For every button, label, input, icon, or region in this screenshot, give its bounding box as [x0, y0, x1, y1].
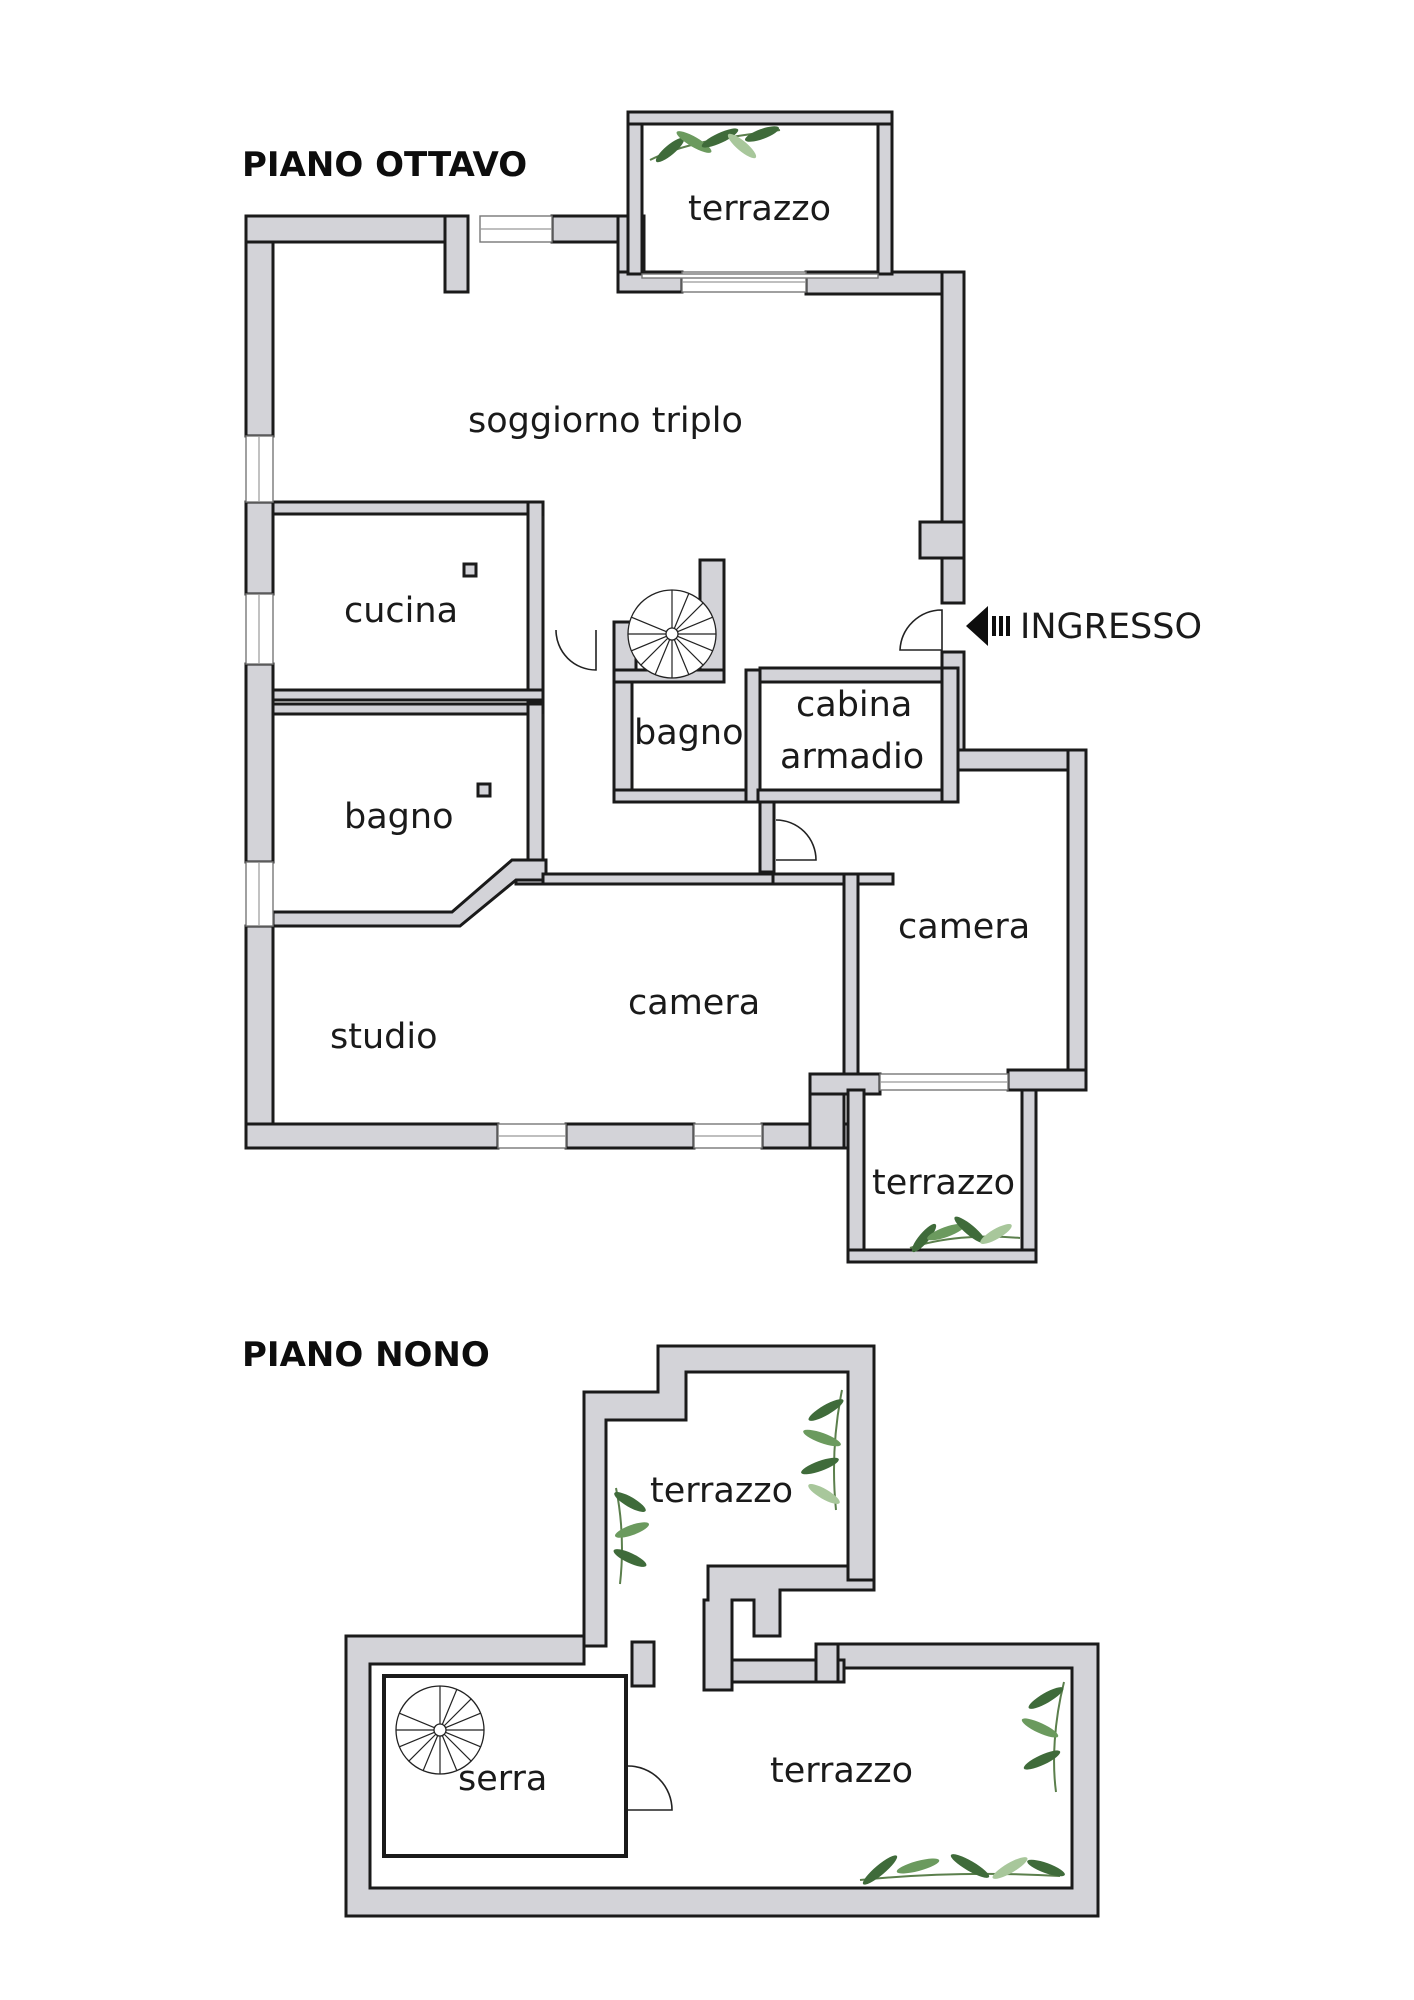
stair-tread: [445, 1731, 481, 1748]
stair-tread: [677, 616, 713, 633]
stair-tread: [422, 1735, 439, 1771]
plant-decoration-icon: [909, 1216, 1021, 1253]
room-label-kitchen: cucina: [344, 591, 458, 631]
entrance-arrow-icon: [966, 606, 1010, 646]
plant-decoration-icon: [613, 1487, 650, 1585]
stair-tread: [399, 1712, 435, 1729]
stair-tread: [443, 1733, 472, 1762]
spiral-stair-icon: [395, 1685, 485, 1775]
floor-title-ninth: PIANO NONO: [242, 1335, 490, 1375]
room-label-bedroom-right: camera: [898, 907, 1030, 947]
column: [476, 782, 492, 798]
entrance-label: INGRESSO: [1020, 607, 1202, 647]
room-label-study: studio: [330, 1017, 438, 1057]
eighth-floor-doors: [542, 516, 943, 861]
stair-tread: [631, 635, 667, 652]
stair-tread: [640, 637, 669, 666]
ninth-floor-doors: [627, 1765, 673, 1811]
stair-tread: [631, 616, 667, 633]
room-label-living: soggiorno triplo: [468, 401, 743, 441]
room-label-bath-small: bagno: [634, 713, 743, 753]
plant-decoration-icon: [1021, 1681, 1065, 1793]
room-label-terrace-upper: terrazzo: [650, 1471, 793, 1511]
stair-tread: [443, 1698, 472, 1727]
stair-tread: [441, 1735, 458, 1771]
room-label-terrace-lower: terrazzo: [770, 1751, 913, 1791]
stair-tread: [675, 637, 704, 666]
room-label-closet-1: cabina: [796, 685, 912, 725]
floor-title-eighth: PIANO OTTAVO: [242, 145, 527, 185]
room-label-bedroom-main: camera: [628, 983, 760, 1023]
stair-tread: [654, 639, 671, 675]
room-label-closet-2: armadio: [780, 737, 924, 777]
stair-tread: [399, 1731, 435, 1748]
ninth-floor-walls: [344, 1344, 1100, 1918]
room-label-terrace-top: terrazzo: [688, 189, 831, 229]
stair-tread: [673, 593, 690, 629]
room-label-bath-left: bagno: [344, 797, 453, 837]
column: [462, 562, 478, 578]
stair-tread: [677, 635, 713, 652]
plant-decoration-icon: [801, 1389, 844, 1511]
plant-decoration-icon: [649, 126, 781, 163]
room-label-greenhouse: serra: [458, 1759, 547, 1799]
stair-tread: [675, 602, 704, 631]
eighth-floor-walls: [244, 110, 1088, 1264]
eighth-floor-windows: [245, 215, 1009, 1149]
stair-tread: [441, 1689, 458, 1725]
spiral-stair-icon: [627, 589, 717, 679]
stair-tread: [445, 1712, 481, 1729]
room-label-terrace-bottom: terrazzo: [872, 1163, 1015, 1203]
stair-tread: [673, 639, 690, 675]
stair-tread: [408, 1733, 437, 1762]
plant-decoration-icon: [859, 1854, 1065, 1885]
